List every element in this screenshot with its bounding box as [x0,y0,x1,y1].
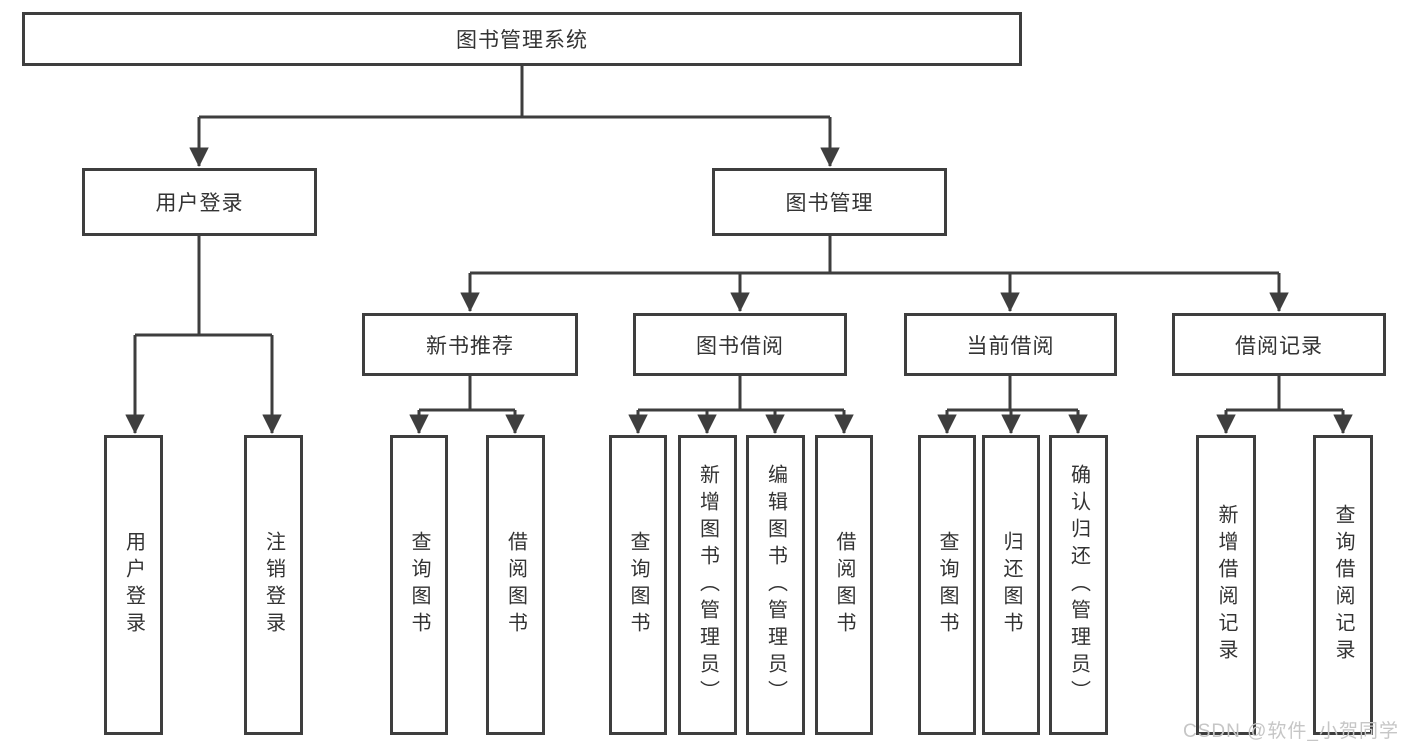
leaf-label: 确认归还（管理员） [1067,463,1090,707]
connector-current-borrow-trunk [947,376,1078,412]
node-book-management: 图书管理 [712,168,947,236]
leaf-add-books-admin: 新增图书（管理员） [678,435,737,735]
node-book-borrowing: 图书借阅 [633,313,847,376]
leaf-label: 查询图书 [936,531,958,639]
leaf-label: 查询图书 [627,531,649,639]
node-user-login: 用户登录 [82,168,317,236]
node-current-borrowing: 当前借阅 [904,313,1117,376]
leaf-label: 归还图书 [1000,531,1022,639]
leaf-borrow-books-borrowing: 借阅图书 [815,435,873,735]
leaf-borrow-books-recommend: 借阅图书 [486,435,545,735]
node-new-book-recommend: 新书推荐 [362,313,578,376]
leaf-query-borrow-record: 查询借阅记录 [1313,435,1373,735]
node-label: 图书管理系统 [456,29,588,52]
leaf-query-books-borrowing: 查询图书 [609,435,667,735]
node-label: 当前借阅 [966,334,1055,358]
node-label: 借阅记录 [1235,334,1323,358]
leaf-add-borrow-record: 新增借阅记录 [1196,435,1256,735]
leaf-label: 新增图书（管理员） [696,463,719,707]
node-library-management-system: 图书管理系统 [22,12,1022,66]
connector-borrow-records-trunk [1226,376,1343,412]
connector-book-management-trunk [470,236,1279,275]
leaf-label: 注销登录 [262,531,285,639]
leaf-label: 新增借阅记录 [1215,504,1237,666]
leaf-return-books: 归还图书 [982,435,1040,735]
connector-book-borrow-trunk [638,376,844,412]
leaf-query-books-current: 查询图书 [918,435,976,735]
connector-root-trunk [199,66,830,119]
leaf-logout-login: 注销登录 [244,435,303,735]
leaf-user-login: 用户登录 [104,435,163,735]
leaf-query-books-recommend: 查询图书 [390,435,448,735]
leaf-label: 查询图书 [408,531,430,639]
leaf-label: 借阅图书 [504,531,527,639]
node-label: 新书推荐 [426,334,514,358]
leaf-confirm-return-admin: 确认归还（管理员） [1049,435,1108,735]
leaf-label: 查询借阅记录 [1332,504,1354,666]
leaf-label: 借阅图书 [833,531,855,639]
leaf-label: 用户登录 [122,531,145,639]
node-borrowing-records: 借阅记录 [1172,313,1386,376]
node-label: 用户登录 [155,192,244,215]
connector-user-login-trunk [135,236,272,337]
connector-new-book-trunk [419,376,515,412]
node-label: 图书借阅 [696,334,784,358]
node-label: 图书管理 [785,192,874,215]
leaf-edit-books-admin: 编辑图书（管理员） [746,435,805,735]
leaf-label: 编辑图书（管理员） [764,463,787,707]
watermark: CSDN @软件_小贺同学 [1183,721,1399,742]
